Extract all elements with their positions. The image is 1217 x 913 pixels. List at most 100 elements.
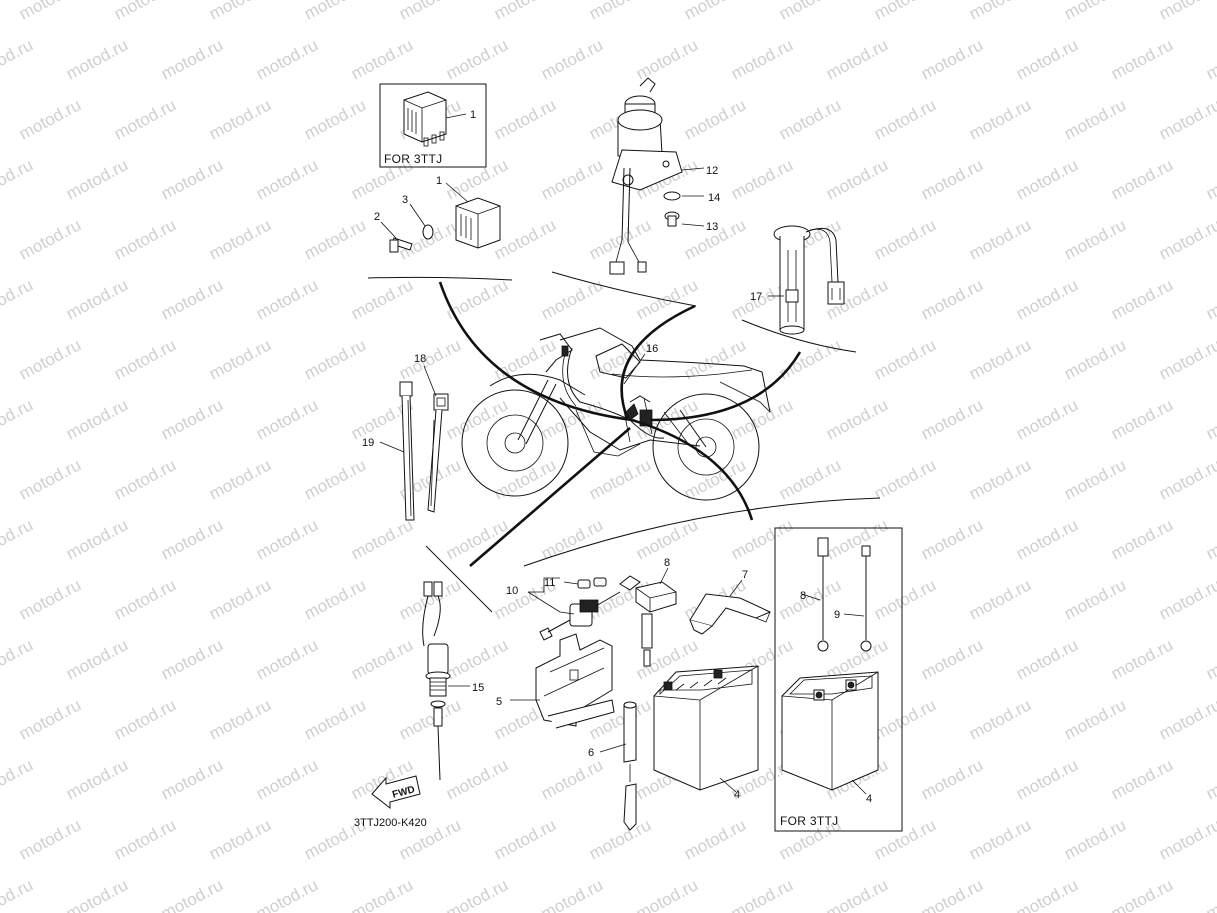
watermark-text: motod.ru xyxy=(586,695,654,743)
watermark-text: motod.ru xyxy=(16,95,84,143)
watermark-text: motod.ru xyxy=(253,35,321,83)
watermark-text: motod.ru xyxy=(1061,0,1129,24)
watermark-text: motod.ru xyxy=(491,95,559,143)
watermark-text: motod.ru xyxy=(586,215,654,263)
diagram-code: 3TTJ200-K420 xyxy=(354,817,427,829)
watermark-text: motod.ru xyxy=(63,155,131,203)
watermark-text: motod.ru xyxy=(396,335,464,383)
callout-3: 3 xyxy=(402,194,408,206)
watermark-text: motod.ru xyxy=(681,95,749,143)
watermark-text: motod.ru xyxy=(111,815,179,863)
relay-fuse-group: 11 10 xyxy=(506,575,641,641)
watermark-text: motod.ru xyxy=(918,875,986,913)
watermark-text: motod.ru xyxy=(1108,635,1176,683)
watermark-text: motod.ru xyxy=(206,215,274,263)
callout-19: 19 xyxy=(362,437,374,449)
watermark-text: motod.ru xyxy=(966,215,1034,263)
watermark-text: motod.ru xyxy=(871,455,939,503)
watermark-text: motod.ru xyxy=(538,275,606,323)
watermark-text: motod.ru xyxy=(1156,335,1217,383)
watermark-text: motod.ru xyxy=(1156,575,1217,623)
cable-tie-19 xyxy=(399,381,415,521)
watermark-text: motod.ru xyxy=(918,515,986,563)
watermark-text: motod.ru xyxy=(206,335,274,383)
watermark-text: motod.ru xyxy=(1061,455,1129,503)
watermark-text: motod.ru xyxy=(253,155,321,203)
regulator-variant-box: 1 FOR 3TTJ xyxy=(379,83,487,168)
watermark-text: motod.ru xyxy=(586,455,654,503)
watermark-text: motod.ru xyxy=(1156,815,1217,863)
watermark-text: motod.ru xyxy=(1203,275,1217,323)
callout-5: 5 xyxy=(496,696,502,708)
callout-4-box: 4 xyxy=(866,793,872,805)
watermark-text: motod.ru xyxy=(871,335,939,383)
watermark-text: motod.ru xyxy=(1203,635,1217,683)
watermark-text: motod.ru xyxy=(63,275,131,323)
watermark-text: motod.ru xyxy=(63,515,131,563)
watermark-text: motod.ru xyxy=(1156,215,1217,263)
watermark-text: motod.ru xyxy=(396,695,464,743)
battery-lead-9 xyxy=(860,545,872,652)
switch-bolt xyxy=(664,211,680,227)
watermark-text: motod.ru xyxy=(16,455,84,503)
callout-8: 8 xyxy=(664,557,670,569)
watermark-text: motod.ru xyxy=(966,695,1034,743)
callout-1-box: 1 xyxy=(470,109,476,121)
callout-18: 18 xyxy=(414,353,426,365)
fuel-sender xyxy=(773,225,845,335)
watermark-text: motod.ru xyxy=(586,0,654,24)
cable-tie-18 xyxy=(427,393,449,513)
watermark-text: motod.ru xyxy=(111,95,179,143)
watermark-text: motod.ru xyxy=(111,575,179,623)
battery-variant xyxy=(781,671,879,791)
watermark-text: motod.ru xyxy=(871,695,939,743)
callout-13: 13 xyxy=(706,221,718,233)
watermark-text: motod.ru xyxy=(1108,395,1176,443)
watermark-text: motod.ru xyxy=(871,575,939,623)
watermark-text: motod.ru xyxy=(918,35,986,83)
watermark-text: motod.ru xyxy=(1203,395,1217,443)
watermark-text: motod.ru xyxy=(776,455,844,503)
watermark-text: motod.ru xyxy=(728,155,796,203)
battery-variant-label: FOR 3TTJ xyxy=(780,814,838,828)
watermark-text: motod.ru xyxy=(63,875,131,913)
watermark-text: motod.ru xyxy=(871,95,939,143)
watermark-text: motod.ru xyxy=(443,275,511,323)
watermark-text: motod.ru xyxy=(1203,755,1217,803)
watermark-text: motod.ru xyxy=(1061,695,1129,743)
callout-8-box: 8 xyxy=(800,590,806,602)
watermark-text: motod.ru xyxy=(633,275,701,323)
watermark-text: motod.ru xyxy=(16,215,84,263)
watermark-text: motod.ru xyxy=(111,0,179,24)
watermark-text: motod.ru xyxy=(871,215,939,263)
watermark-text: motod.ru xyxy=(348,275,416,323)
fwd-arrow-icon: FWD xyxy=(371,775,421,810)
watermark-text: motod.ru xyxy=(158,515,226,563)
watermark-text: motod.ru xyxy=(776,0,844,24)
watermark-text: motod.ru xyxy=(0,515,36,563)
watermark-text: motod.ru xyxy=(0,35,36,83)
watermark-text: motod.ru xyxy=(871,815,939,863)
watermark-text: motod.ru xyxy=(538,155,606,203)
watermark-text: motod.ru xyxy=(348,875,416,913)
watermark-text: motod.ru xyxy=(966,455,1034,503)
watermark-text: motod.ru xyxy=(1061,215,1129,263)
watermark-text: motod.ru xyxy=(206,695,274,743)
watermark-text: motod.ru xyxy=(158,35,226,83)
watermark-text: motod.ru xyxy=(443,35,511,83)
watermark-text: motod.ru xyxy=(728,35,796,83)
watermark-text: motod.ru xyxy=(776,95,844,143)
watermark-text: motod.ru xyxy=(253,755,321,803)
watermark-text: motod.ru xyxy=(1203,515,1217,563)
watermark-text: motod.ru xyxy=(966,0,1034,24)
watermark-text: motod.ru xyxy=(111,335,179,383)
watermark-text: motod.ru xyxy=(491,815,559,863)
watermark-text: motod.ru xyxy=(253,515,321,563)
watermark-text: motod.ru xyxy=(0,395,36,443)
main-switch xyxy=(609,77,683,275)
fuse xyxy=(577,577,607,589)
watermark-text: motod.ru xyxy=(0,275,36,323)
watermark-text: motod.ru xyxy=(63,755,131,803)
